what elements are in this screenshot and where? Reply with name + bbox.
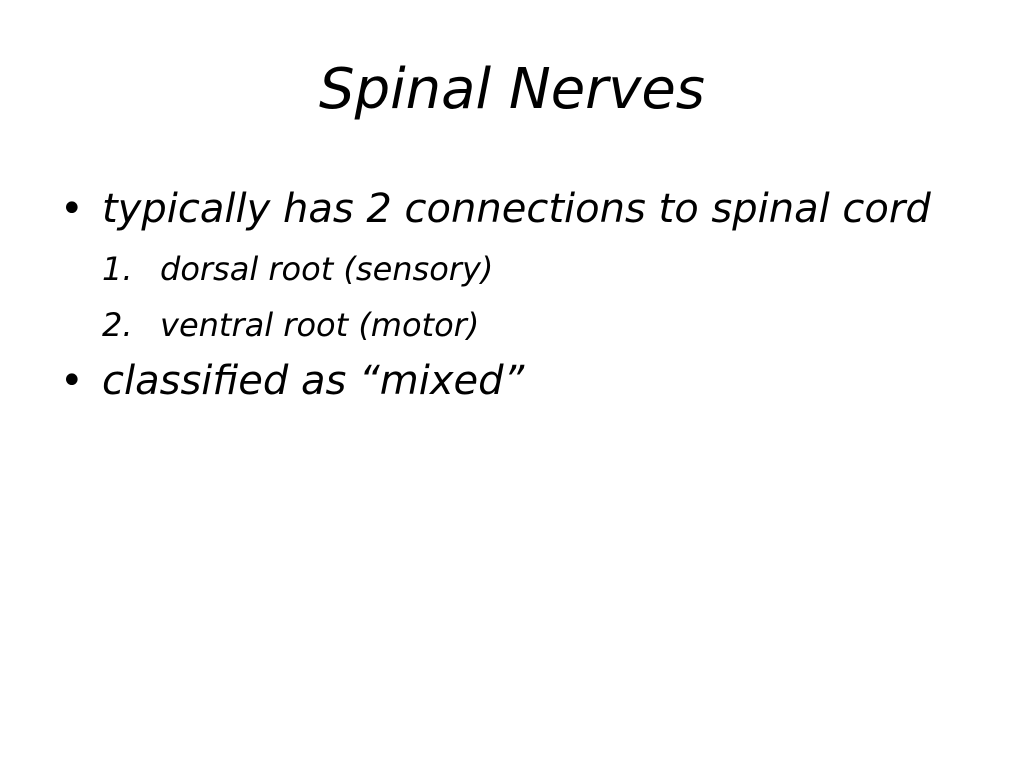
sub-list-item: 2. ventral root (motor) (102, 297, 958, 353)
bullet-marker: • (60, 358, 84, 404)
bullet-item: • classified as “mixed” (58, 355, 958, 407)
sub-item-number: 2. (102, 306, 133, 344)
sub-item-text: ventral root (motor) (160, 306, 480, 344)
numbered-sub-list: 1. dorsal root (sensory) 2. ventral root (… (102, 241, 958, 353)
bullet-text: classified as “mixed” (102, 358, 525, 404)
bullet-item: • typically has 2 connections to spinal … (58, 183, 958, 353)
bullet-marker: • (60, 186, 84, 232)
sub-item-number: 1. (102, 250, 133, 288)
bullet-text: typically has 2 connections to spinal co… (102, 186, 931, 232)
sub-item-text: dorsal root (sensory) (160, 250, 494, 288)
sub-list-item: 1. dorsal root (sensory) (102, 241, 958, 297)
bullet-list: • typically has 2 connections to spinal … (58, 183, 958, 407)
slide-title: Spinal Nerves (319, 57, 705, 122)
